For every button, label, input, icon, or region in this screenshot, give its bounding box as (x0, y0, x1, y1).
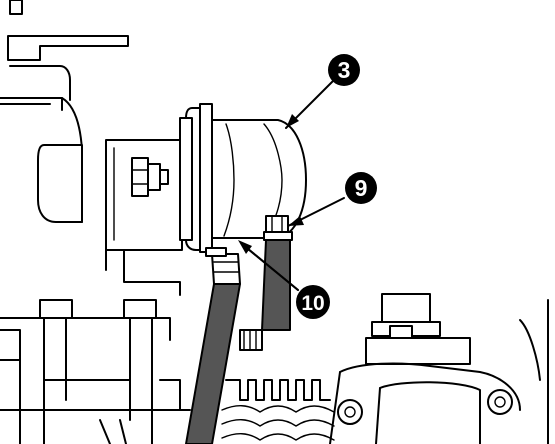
lower-left-mechanism (0, 299, 263, 444)
callout-10: 10 (296, 285, 330, 319)
callout-9-label: 9 (355, 175, 368, 201)
callout-10-circle (296, 285, 330, 319)
arrowhead-3 (286, 114, 299, 128)
arrowhead-10 (238, 240, 252, 254)
hex-nut (131, 157, 169, 197)
callout-10-label: 10 (301, 292, 324, 315)
spring (221, 379, 335, 441)
callout-9: 9 (345, 172, 377, 204)
vacuum-hoses (185, 239, 291, 444)
leader-lines (238, 79, 345, 291)
vacuum-fitting (263, 215, 293, 241)
left-boss (37, 144, 83, 223)
callout-3: 3 (328, 54, 360, 86)
callout-3-circle (328, 54, 360, 86)
callout-9-circle (345, 172, 377, 204)
arrowhead-9 (288, 216, 304, 226)
callout-3-label: 3 (338, 57, 351, 83)
right-component (329, 293, 549, 444)
